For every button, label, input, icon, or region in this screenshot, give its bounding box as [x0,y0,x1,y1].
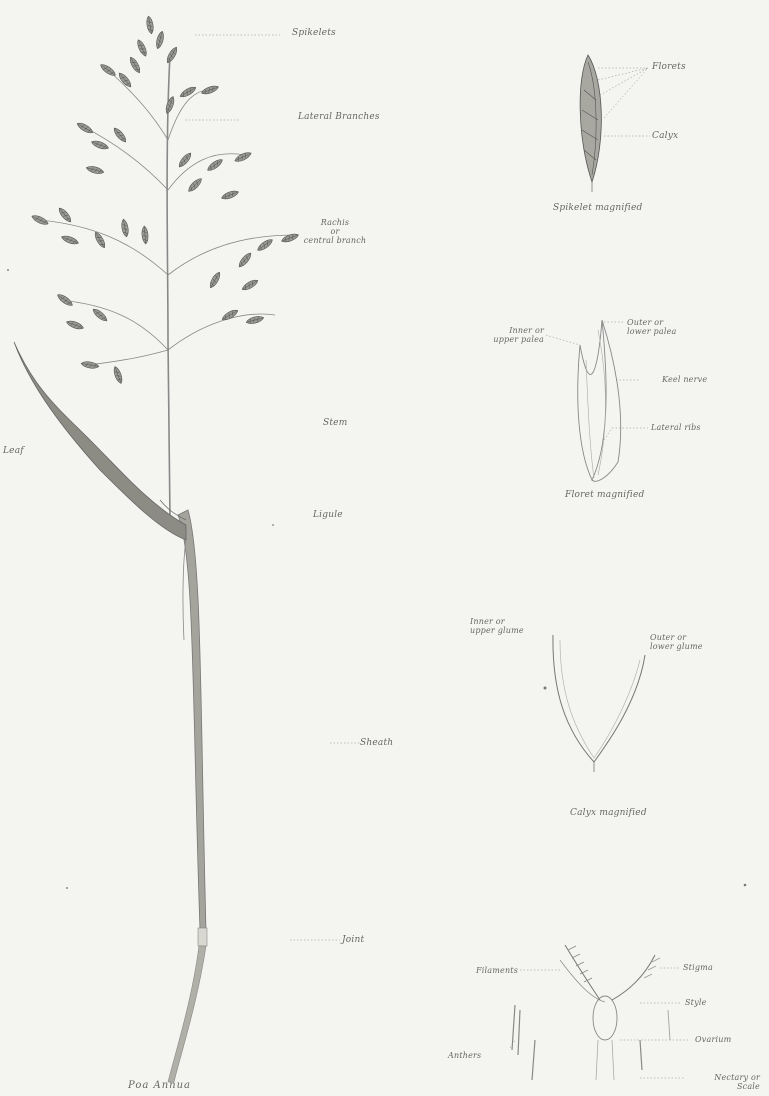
calyx-magnified-figure [544,635,646,772]
spikelets [31,16,300,385]
anthers-drawing [512,1005,642,1080]
ovarium-drawing [593,996,617,1040]
label-filaments: Filaments [476,966,518,975]
label-nectary-line2: Scale [690,1082,760,1091]
label-outer-palea-line2: lower palea [627,327,676,336]
joint [198,928,207,946]
label-spikelets: Spikelets [292,28,336,38]
label-ligule: Ligule [313,510,343,520]
calyx-caption: Calyx magnified [570,808,647,818]
leaf [14,342,186,540]
label-nectary-line1: Nectary or [690,1073,760,1082]
label-inner-glume-line2: upper glume [470,626,524,635]
label-outer-glume-line1: Outer or [650,633,703,642]
label-anthers: Anthers [448,1051,481,1060]
label-sheath: Sheath [360,738,393,748]
spikelet-magnified-figure [185,35,650,192]
label-outer-glume: Outer or lower glume [650,633,703,651]
floret-magnified-figure [546,320,648,481]
plant-caption: Poa Annua [128,1081,191,1091]
label-style: Style [685,998,707,1007]
label-outer-glume-line2: lower glume [650,642,703,651]
label-ovarium: Ovarium [695,1035,731,1044]
floret-caption: Floret magnified [565,490,644,500]
label-florets: Florets [652,62,686,72]
label-stem: Stem [323,418,347,428]
label-inner-glume: Inner or upper glume [470,617,524,635]
label-lateral-ribs: Lateral ribs [651,423,701,432]
label-outer-palea: Outer or lower palea [627,318,676,336]
sheath [178,510,206,930]
label-keel-nerve: Keel nerve [662,375,707,384]
label-inner-palea-line1: Inner or [480,326,544,335]
label-lateral-branches: Lateral Branches [298,112,380,122]
label-rachis: Rachis or central branch [290,218,380,245]
label-outer-palea-line1: Outer or [627,318,676,327]
label-inner-palea: Inner or upper palea [480,326,544,344]
label-rachis-line2: or [290,227,380,236]
poa-annua-plant [14,16,299,1082]
label-joint: Joint [342,935,364,945]
flower-parts-figure [290,743,690,1080]
label-inner-glume-line1: Inner or [470,617,524,626]
label-rachis-line3: central branch [290,236,380,245]
stem [167,55,170,520]
spikelet-caption: Spikelet magnified [553,203,643,213]
label-calyx: Calyx [652,131,678,141]
label-leaf: Leaf [3,446,24,456]
label-inner-palea-line2: upper palea [480,335,544,344]
label-stigma: Stigma [683,963,713,972]
label-nectary: Nectary or Scale [690,1073,760,1091]
label-rachis-line1: Rachis [290,218,380,227]
